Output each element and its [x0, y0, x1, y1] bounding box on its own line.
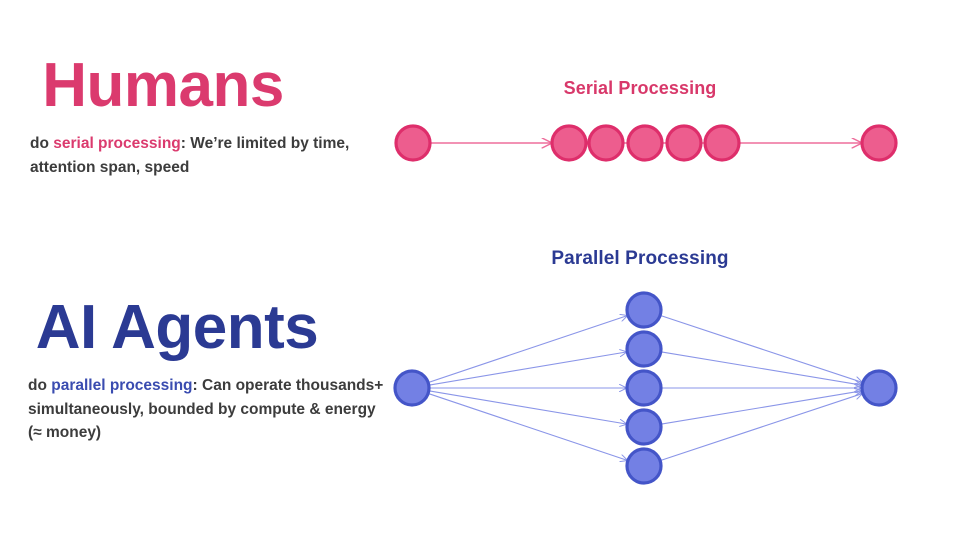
humans-description: do serial processing: We’re limited by t…	[16, 132, 386, 179]
parallel-processing-title: Parallel Processing	[551, 248, 729, 269]
agents-desc-rest: : Can operate thousands+ simultaneously,…	[28, 377, 384, 442]
output-node	[860, 369, 898, 407]
agents-desc-emphasis: parallel processing	[51, 377, 193, 394]
edge-p-4-to-p-out	[660, 391, 861, 425]
humans-desc-emphasis: serial processing	[53, 135, 181, 152]
humans-desc-lead: do	[30, 135, 54, 152]
edge-p-in-to-p-1	[427, 316, 627, 384]
humans-text-block: Humans do serial processing: We’re limit…	[16, 55, 386, 179]
worker-node-1	[625, 291, 663, 329]
ai-agents-heading: AI Agents	[35, 293, 319, 362]
output-node	[860, 124, 898, 162]
ai-agents-text-block: AI Agents do parallel processing: Can op…	[16, 297, 386, 445]
edge-p-5-to-p-out	[659, 394, 862, 462]
step-node-3	[626, 124, 664, 162]
parallel-edge-group	[427, 314, 862, 462]
edge-p-in-to-p-4	[428, 390, 626, 424]
step-node-4	[665, 124, 703, 162]
input-node	[393, 369, 431, 407]
edge-p-1-to-p-out	[659, 314, 862, 382]
edge-p-2-to-p-out	[660, 351, 861, 385]
serial-node-group	[394, 124, 898, 162]
worker-node-4	[625, 408, 663, 446]
input-node	[394, 124, 432, 162]
worker-node-5	[625, 447, 663, 485]
edge-p-in-to-p-2	[428, 352, 626, 386]
worker-node-3	[625, 369, 663, 407]
edge-p-in-to-p-5	[427, 392, 627, 460]
step-node-2	[587, 124, 625, 162]
worker-node-2	[625, 330, 663, 368]
humans-heading: Humans	[42, 51, 284, 120]
step-node-1	[550, 124, 588, 162]
serial-processing-title: Serial Processing	[563, 78, 717, 98]
ai-agents-description: do parallel processing: Can operate thou…	[16, 374, 386, 445]
agents-desc-lead: do	[28, 377, 52, 394]
parallel-node-group	[393, 291, 898, 485]
step-node-5	[703, 124, 741, 162]
humans-desc-rest: : We’re limited by time, attention span,…	[30, 135, 350, 176]
